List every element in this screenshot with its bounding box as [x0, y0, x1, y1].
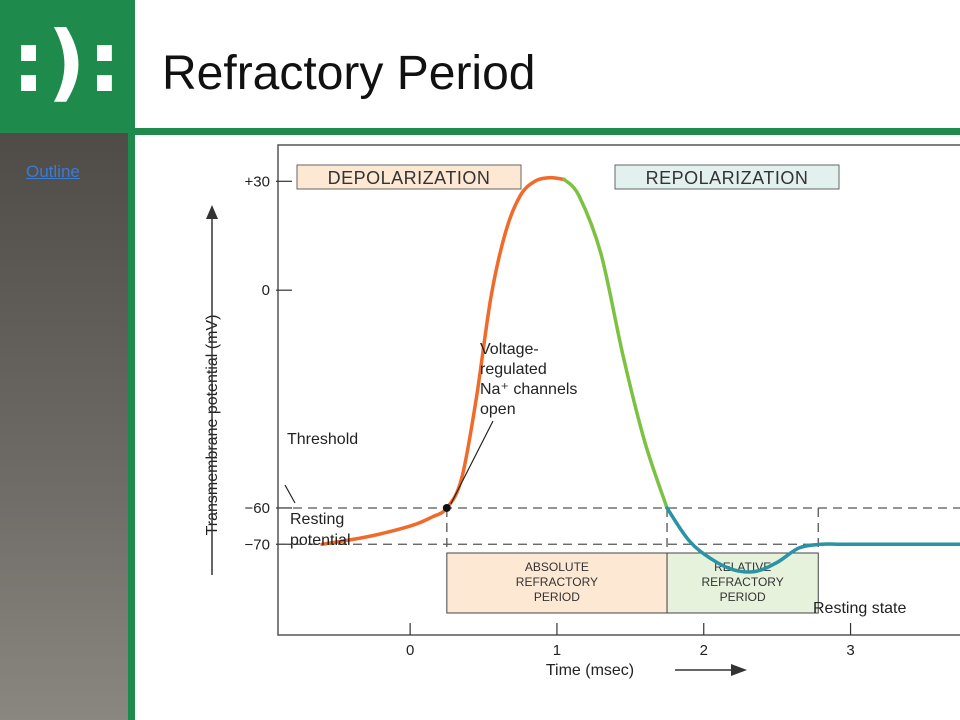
absolute-refractory-box	[446, 552, 668, 614]
absolute-label-line1: ABSOLUTE	[525, 560, 589, 574]
relative-refractory-box	[666, 552, 819, 614]
threshold-label: Threshold	[287, 431, 358, 448]
page-title: Refractory Period	[162, 47, 536, 100]
sidebar-panel	[0, 133, 128, 720]
resting-label-line1: Resting	[290, 511, 344, 528]
plot-frame	[277, 144, 960, 636]
sidebar: :):	[0, 0, 135, 720]
y-axis-ticks: +30 0 −60 −70	[245, 173, 292, 553]
y-tick-label: 0	[262, 282, 270, 299]
outline-link[interactable]: Outline	[26, 162, 80, 181]
depolarization-label-box	[296, 164, 522, 190]
absolute-label-line3: PERIOD	[534, 590, 580, 604]
relative-label-line2: REFRACTORY	[702, 575, 784, 589]
threshold-point	[442, 503, 451, 512]
repolarization-label: REPOLARIZATION	[646, 168, 809, 188]
action-potential-chart: Transmembrane potential (mV) Time (msec)…	[204, 144, 960, 679]
guide-lines	[278, 507, 960, 553]
na-channels-label-line1: Voltage-	[480, 341, 539, 358]
logo-emoticon: :):	[11, 12, 124, 111]
x-axis-title: Time (msec)	[546, 662, 634, 679]
x-axis-arrowhead	[731, 664, 747, 676]
resting-pointer	[284, 484, 296, 504]
relative-label-line3: PERIOD	[720, 590, 766, 604]
x-tick-label: 1	[553, 642, 561, 659]
na-channels-label-line3: Na⁺ channels	[480, 381, 577, 398]
na-channels-label-line4: open	[480, 401, 516, 418]
y-tick-label: −60	[245, 500, 270, 517]
x-axis-ticks: 0 1 2 3	[406, 623, 855, 659]
x-tick-label: 3	[846, 642, 854, 659]
title-divider	[135, 128, 960, 135]
absolute-label-line2: REFRACTORY	[516, 575, 598, 589]
hyperpolarization-curve	[665, 506, 960, 574]
depolarization-label: DEPOLARIZATION	[328, 168, 491, 188]
title-bar	[135, 0, 960, 128]
sidebar-accent-strip	[128, 133, 135, 720]
resting-label-line2: potential	[290, 532, 351, 549]
y-tick-label: −70	[245, 536, 270, 553]
y-tick-label: +30	[245, 173, 270, 190]
logo: :):	[0, 0, 135, 133]
x-tick-label: 0	[406, 642, 414, 659]
resting-state-label: Resting state	[813, 600, 906, 617]
x-tick-label: 2	[700, 642, 708, 659]
na-channels-label-line2: regulated	[480, 361, 547, 378]
y-axis-arrowhead	[206, 205, 218, 219]
depolarization-curve	[320, 175, 567, 547]
repolarization-label-box	[614, 164, 840, 190]
repolarization-curve	[562, 177, 669, 510]
na-channels-pointer	[450, 420, 494, 505]
